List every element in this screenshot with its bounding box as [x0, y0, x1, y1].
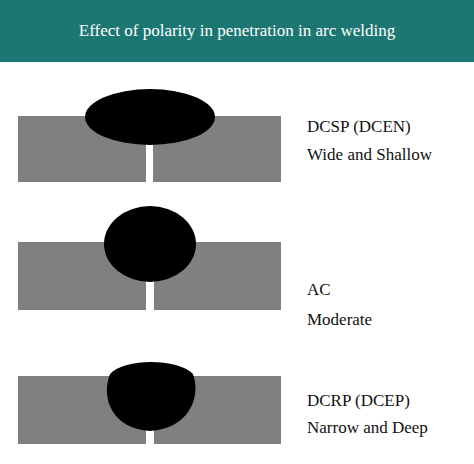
penetration-label: Moderate	[307, 310, 372, 330]
polarity-label: DCRP (DCEP)	[307, 391, 410, 411]
title: Effect of polarity in penetration in arc…	[0, 21, 474, 41]
penetration-label: Wide and Shallow	[307, 145, 432, 165]
weld-bead	[104, 206, 196, 282]
weld-bead	[107, 362, 196, 431]
penetration-label: Narrow and Deep	[307, 418, 428, 438]
header-band	[0, 0, 474, 62]
polarity-label: AC	[307, 280, 331, 300]
polarity-label: DCSP (DCEN)	[307, 117, 411, 137]
weld-bead	[85, 89, 215, 145]
